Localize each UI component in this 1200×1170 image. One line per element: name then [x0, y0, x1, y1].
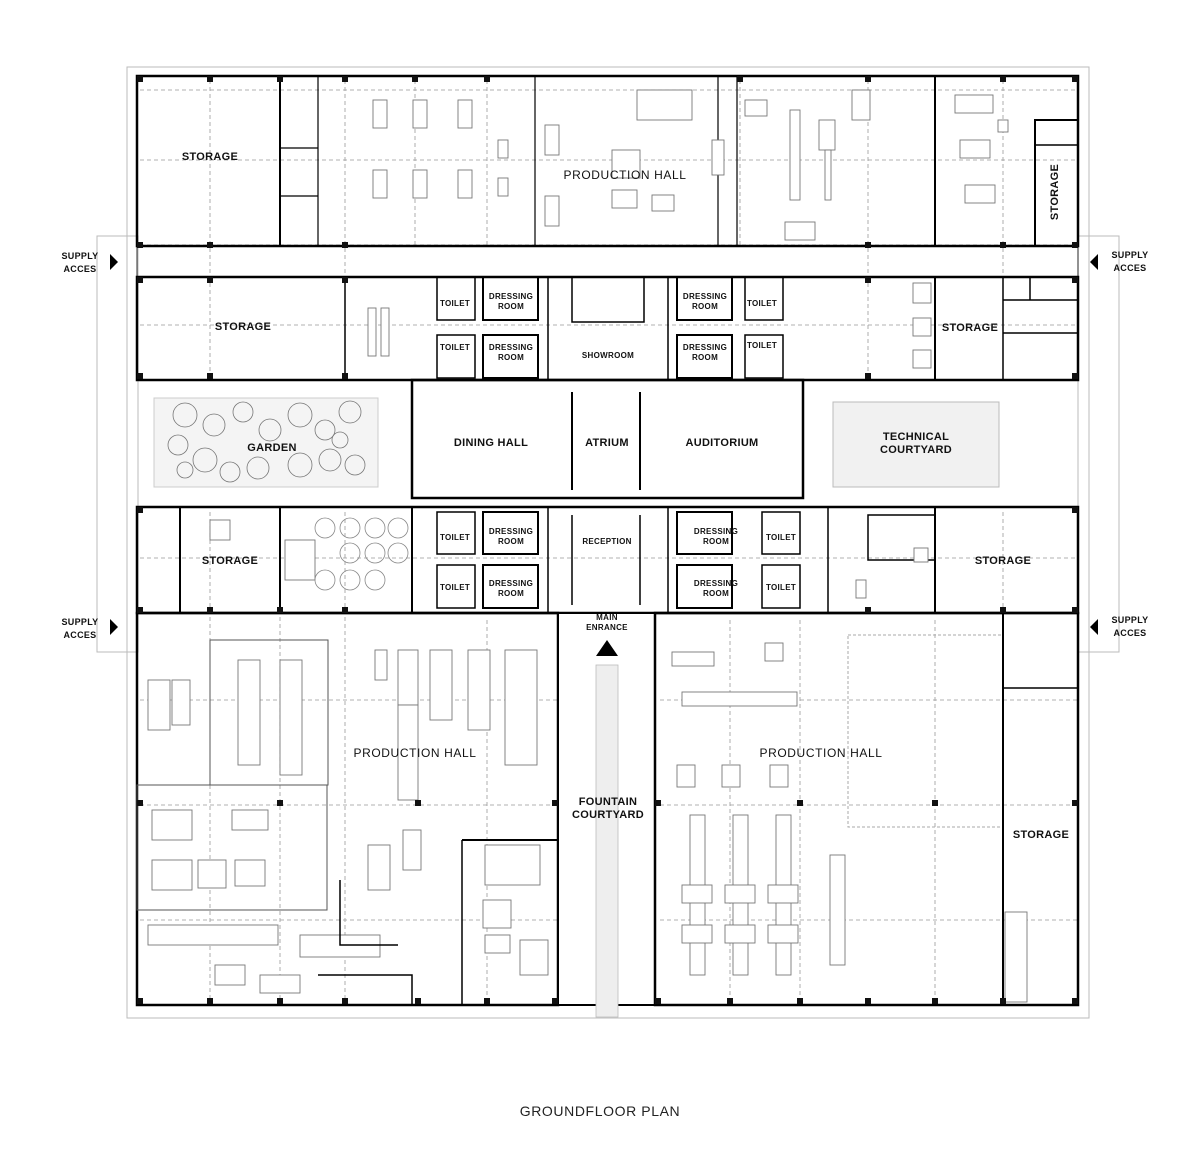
- storage-nw-label: STORAGE: [182, 151, 238, 163]
- north-core: [410, 276, 805, 500]
- supply-arrow-icon: [1090, 619, 1098, 635]
- main-entrance-label: ENRANCE: [586, 623, 628, 632]
- supply-access-label: ACCES: [63, 264, 96, 274]
- north-block: [135, 74, 1080, 382]
- supply-access-label: SUPPLY: [62, 251, 99, 261]
- fountain-courtyard-label: FOUNTAIN: [579, 796, 637, 808]
- toilet-label: TOILET: [440, 299, 470, 308]
- toilet-label: TOILET: [440, 533, 470, 542]
- storage-ne-label: STORAGE: [1049, 164, 1061, 220]
- fountain-courtyard-label: COURTYARD: [572, 809, 644, 821]
- supply-access-label: ACCES: [1113, 628, 1146, 638]
- tree-icon: [167, 400, 366, 483]
- plan-caption: GROUNDFLOOR PLAN: [519, 1103, 681, 1119]
- dining-hall-label: DINING HALL: [454, 437, 528, 449]
- supply-access-label: SUPPLY: [1112, 250, 1149, 260]
- storage-w2-label: STORAGE: [215, 321, 271, 333]
- dressing-room-label: ROOM: [703, 589, 729, 598]
- dressing-room-label: DRESSING: [683, 343, 727, 352]
- south-block: [135, 505, 1080, 615]
- supply-access-label: ACCES: [63, 630, 96, 640]
- storage-e2-label: STORAGE: [942, 322, 998, 334]
- se-production-hall: [653, 611, 1080, 1007]
- storage-sw-label: STORAGE: [202, 555, 258, 567]
- dressing-room-label: DRESSING: [489, 527, 533, 536]
- dressing-room-label: DRESSING: [489, 579, 533, 588]
- main-entrance-label: MAIN: [596, 613, 618, 622]
- garden: [153, 397, 379, 488]
- floor-plan: STORAGE PRODUCTION HALL STORAGE STORAGE …: [62, 66, 1149, 1019]
- storage-se-label: STORAGE: [975, 555, 1031, 567]
- production-hall-sw-label: PRODUCTION HALL: [353, 746, 476, 760]
- site-boundary: [96, 66, 1120, 1019]
- toilet-label: TOILET: [440, 583, 470, 592]
- dressing-room-label: DRESSING: [694, 579, 738, 588]
- showroom-label: SHOWROOM: [582, 351, 634, 360]
- dressing-room-label: ROOM: [498, 537, 524, 546]
- auditorium-label: AUDITORIUM: [685, 437, 758, 449]
- technical-courtyard-label: TECHNICAL: [883, 431, 949, 443]
- sw-production-hall: [135, 611, 560, 1007]
- dressing-room-label: ROOM: [498, 302, 524, 311]
- dressing-room-label: ROOM: [703, 537, 729, 546]
- machine-row: [676, 764, 846, 976]
- dressing-room-label: DRESSING: [489, 292, 533, 301]
- fountain-courtyard: [557, 612, 656, 1018]
- supply-arrow-icon: [1090, 254, 1098, 270]
- toilet-label: TOILET: [766, 533, 796, 542]
- technical-courtyard-label: COURTYARD: [880, 444, 952, 456]
- dressing-room-label: ROOM: [498, 589, 524, 598]
- technical-courtyard: [832, 401, 1000, 488]
- toilet-label: TOILET: [747, 341, 777, 350]
- supply-arrow-icon: [110, 619, 118, 635]
- dressing-room-label: ROOM: [498, 353, 524, 362]
- production-hall-se-label: PRODUCTION HALL: [759, 746, 882, 760]
- supply-access-label: ACCES: [1113, 263, 1146, 273]
- column-icon: [137, 76, 1078, 1004]
- storage-e-low-label: STORAGE: [1013, 829, 1069, 841]
- toilet-label: TOILET: [766, 583, 796, 592]
- toilet-label: TOILET: [440, 343, 470, 352]
- production-hall-north-label: PRODUCTION HALL: [563, 168, 686, 182]
- reception-label: RECEPTION: [582, 537, 631, 546]
- north-hall-equipment: [367, 89, 1009, 369]
- dressing-room-label: DRESSING: [683, 292, 727, 301]
- garden-label: GARDEN: [247, 442, 296, 454]
- supply-arrow-icon: [110, 254, 118, 270]
- entrance-arrow-icon: [596, 640, 618, 656]
- supply-access-label: SUPPLY: [1112, 615, 1149, 625]
- dressing-room-label: DRESSING: [489, 343, 533, 352]
- dressing-room-label: DRESSING: [694, 527, 738, 536]
- dressing-room-label: ROOM: [692, 302, 718, 311]
- dressing-room-label: ROOM: [692, 353, 718, 362]
- toilet-label: TOILET: [747, 299, 777, 308]
- supply-access-label: SUPPLY: [62, 617, 99, 627]
- atrium-label: ATRIUM: [585, 437, 629, 449]
